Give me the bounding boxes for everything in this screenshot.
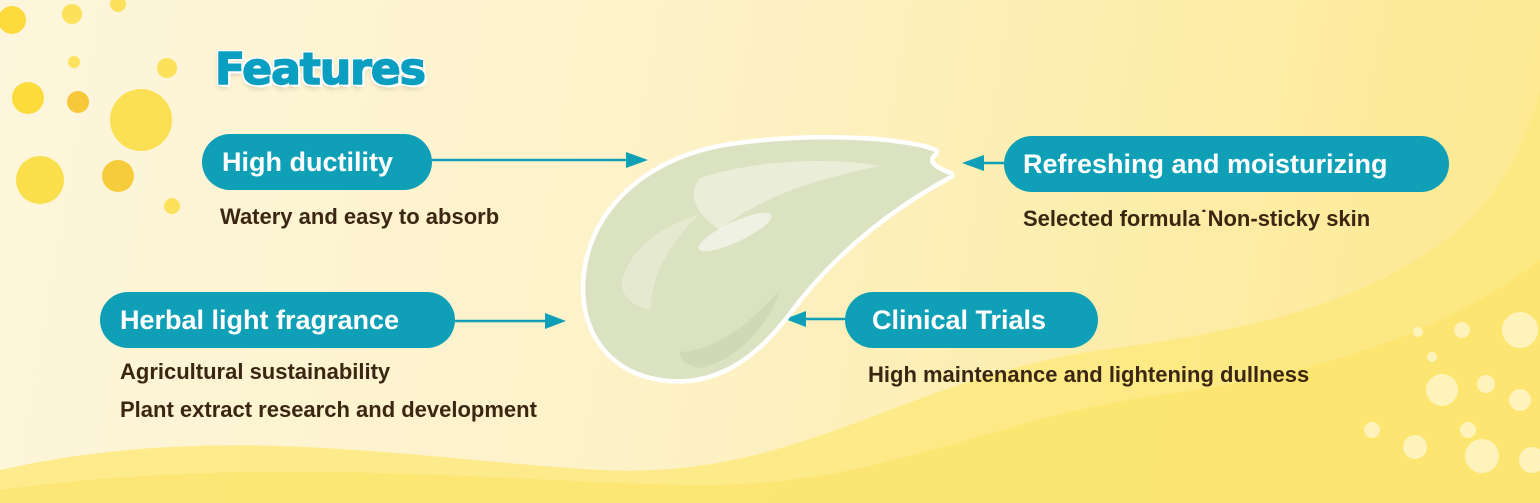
feature-pill-herbal-fragrance: Herbal light fragrance bbox=[100, 292, 455, 348]
feature-desc-refreshing: Selected formula˙Non-sticky skin bbox=[1023, 206, 1371, 231]
yellow-wave-light bbox=[0, 260, 1540, 503]
arrow-herbal-fragrance bbox=[455, 313, 566, 329]
feature-label: Clinical Trials bbox=[872, 305, 1047, 335]
feature-pill-refreshing: Refreshing and moisturizing bbox=[1004, 136, 1449, 192]
feature-label: Refreshing and moisturizing bbox=[1023, 149, 1388, 179]
feature-desc-clinical-trials: High maintenance and lightening dullness bbox=[868, 362, 1310, 387]
feature-pill-clinical-trials: Clinical Trials bbox=[845, 292, 1098, 348]
page-title: Features bbox=[214, 43, 426, 96]
feature-desc-high-ductility: Watery and easy to absorb bbox=[220, 204, 500, 229]
feature-pill-high-ductility: High ductility bbox=[202, 134, 432, 190]
arrow-clinical-trials bbox=[785, 311, 845, 327]
arrow-high-ductility bbox=[432, 152, 648, 168]
feature-label: Herbal light fragrance bbox=[120, 305, 400, 335]
decorative-dots-left bbox=[0, 0, 180, 214]
cream-swatch-image bbox=[580, 135, 955, 384]
feature-desc-herbal-fragrance-1: Agricultural sustainability bbox=[120, 359, 391, 384]
arrow-refreshing bbox=[962, 155, 1004, 171]
feature-desc-herbal-fragrance-2: Plant extract research and development bbox=[120, 397, 537, 422]
decorative-dots-right bbox=[1364, 312, 1540, 473]
feature-label: High ductility bbox=[222, 147, 393, 177]
